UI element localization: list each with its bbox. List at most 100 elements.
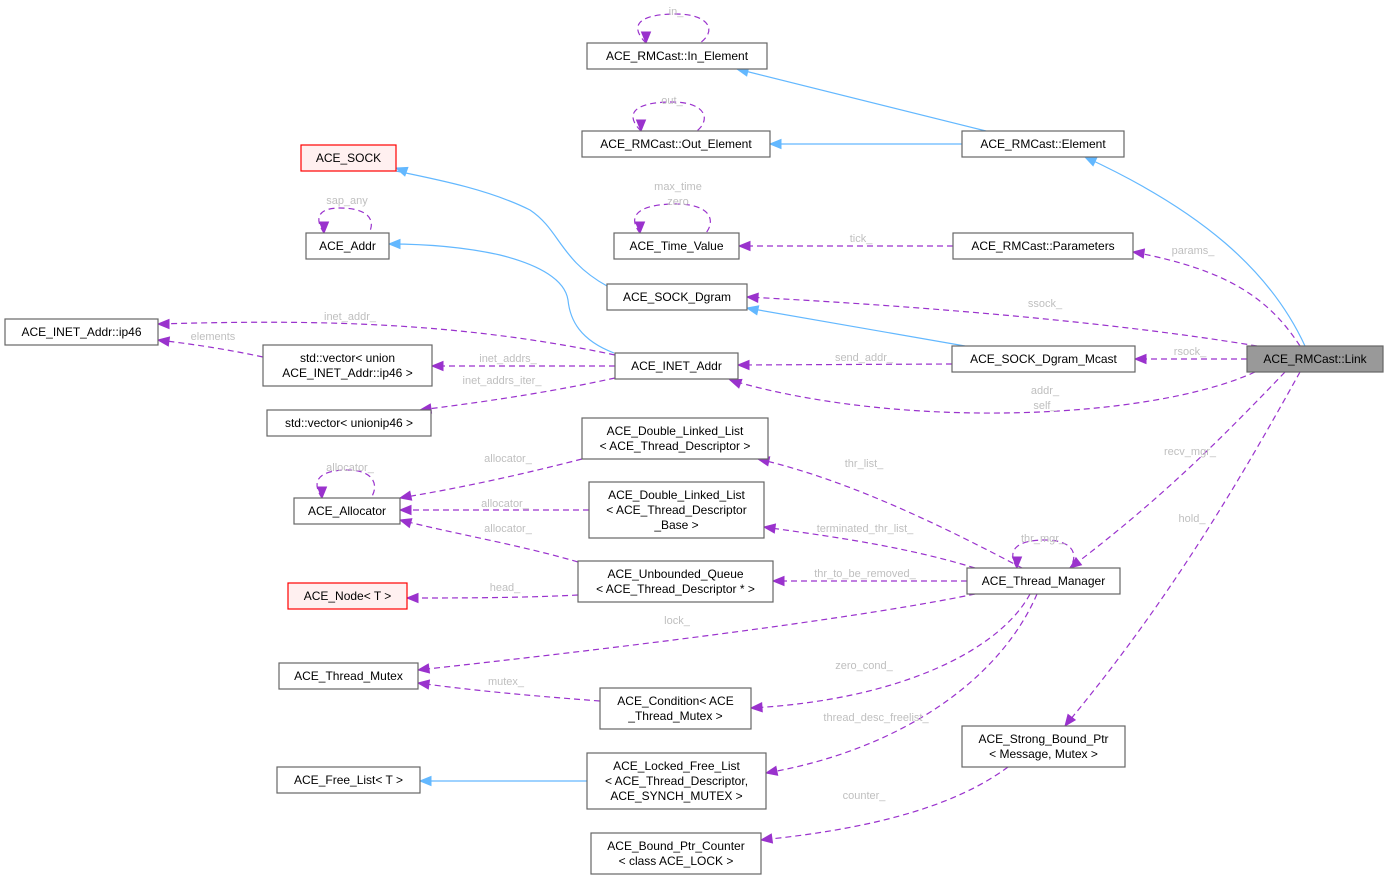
node-label: std::vector< unionip46 > <box>285 416 413 430</box>
node-out-element[interactable]: ACE_RMCast::Out_Element <box>581 130 771 158</box>
edge-out_element-to-out_element: out_ <box>632 95 705 133</box>
edge-label: zero_cond_ <box>835 660 893 672</box>
node-box <box>614 352 739 380</box>
node-ace-addr[interactable]: ACE_Addr <box>305 232 390 260</box>
edge-line <box>760 766 1009 841</box>
node-label: ACE_RMCast::Parameters <box>971 239 1114 253</box>
edge-vector_union-to-ip46: elements <box>156 331 264 358</box>
edge-label: lock_ <box>664 615 691 627</box>
edge-label: inet_addrs_iter_ <box>463 375 543 387</box>
edge-thread_manager-to-thread_manager: thr_mgr_ <box>1011 533 1075 570</box>
node-box <box>266 409 432 437</box>
edge-line <box>765 593 1038 774</box>
node-box <box>588 481 765 539</box>
edge-ace_addr-to-ace_addr: sap_any <box>318 195 372 235</box>
edge-line <box>1132 251 1301 347</box>
node-label: < ACE_Thread_Descriptor, <box>605 774 748 788</box>
node-box <box>262 344 433 387</box>
arrowhead-icon <box>398 504 412 516</box>
node-box <box>278 662 419 690</box>
node-ace-sock[interactable]: ACE_SOCK <box>300 144 397 172</box>
edge-label: thr_list_ <box>845 458 884 470</box>
arrowhead-icon <box>1068 556 1083 569</box>
node-label: ACE_RMCast::Element <box>980 137 1106 151</box>
node-dll-td[interactable]: ACE_Double_Linked_List< ACE_Thread_Descr… <box>581 417 769 460</box>
node-parameters[interactable]: ACE_RMCast::Parameters <box>952 232 1134 260</box>
edge-label: inet_addrs_ <box>479 353 537 365</box>
edge-link-to-strong_bound_ptr: hold_ <box>1064 371 1301 728</box>
edge-in_element-to-in_element: in_ <box>637 6 710 45</box>
node-vector-unionip46[interactable]: std::vector< unionip46 > <box>266 409 432 437</box>
edge-line <box>388 243 615 354</box>
node-label: < ACE_Thread_Descriptor * > <box>596 582 755 596</box>
node-in-element[interactable]: ACE_RMCast::In_Element <box>586 42 768 70</box>
node-inet-addr[interactable]: ACE_INET_Addr <box>614 352 739 380</box>
node-ip46[interactable]: ACE_INET_Addr::ip46 <box>4 318 159 346</box>
node-strong-bound-ptr[interactable]: ACE_Strong_Bound_Ptr< Message, Mutex > <box>961 725 1126 768</box>
edge-line <box>750 593 1031 709</box>
node-thread-mutex[interactable]: ACE_Thread_Mutex <box>278 662 419 690</box>
edge-label: send_addr_ <box>835 352 894 364</box>
edge-label: thr_to_be_removed_ <box>814 568 916 580</box>
node-box <box>951 345 1136 373</box>
node-box <box>590 832 762 875</box>
node-dgram-mcast[interactable]: ACE_SOCK_Dgram_Mcast <box>951 345 1136 373</box>
node-box <box>586 42 768 70</box>
node-allocator[interactable]: ACE_Allocator <box>293 497 401 525</box>
arrowhead-icon <box>1064 713 1077 728</box>
node-box <box>305 232 390 260</box>
edge-label: mutex_ <box>488 676 525 688</box>
node-element[interactable]: ACE_RMCast::Element <box>961 130 1125 158</box>
arrowhead-icon <box>749 702 763 713</box>
node-unbounded-queue[interactable]: ACE_Unbounded_Queue< ACE_Thread_Descript… <box>577 560 774 603</box>
edge-label: params_ <box>1172 245 1216 257</box>
edge-label: head_ <box>490 582 521 594</box>
node-label: ACE_Addr <box>319 239 376 253</box>
node-label: ACE_Unbounded_Queue <box>607 567 743 581</box>
node-label: ACE_Time_Value <box>629 239 723 253</box>
node-label: < class ACE_LOCK > <box>619 854 734 868</box>
edge-strong_bound_ptr-to-bound_ptr_counter: counter_ <box>759 766 1009 844</box>
node-label: ACE_Double_Linked_List <box>607 424 744 438</box>
arrowhead-icon <box>768 138 782 150</box>
edge-label: ssock_ <box>1028 298 1063 310</box>
node-box <box>1246 345 1384 373</box>
edge-label: addr_ <box>1031 385 1060 397</box>
node-time-value[interactable]: ACE_Time_Value <box>613 232 740 260</box>
node-free-list[interactable]: ACE_Free_List< T > <box>276 766 421 794</box>
edge-line <box>318 207 372 234</box>
edge-line <box>634 203 711 234</box>
node-box <box>276 766 421 794</box>
arrowhead-icon <box>736 359 750 371</box>
node-label: ACE_Strong_Bound_Ptr <box>978 732 1108 746</box>
edge-dll_td-to-allocator: allocator_ <box>398 453 583 501</box>
node-thread-manager[interactable]: ACE_Thread_Manager <box>966 567 1121 595</box>
node-box <box>613 232 740 260</box>
edge-sock_dgram-to-ace_sock <box>394 166 608 287</box>
arrowhead-icon <box>1133 353 1147 365</box>
node-locked-free-list[interactable]: ACE_Locked_Free_List< ACE_Thread_Descrip… <box>586 752 767 810</box>
node-link: ACE_RMCast::Link <box>1246 345 1384 373</box>
edge-line <box>1069 371 1286 569</box>
edge-thread_manager-to-thread_mutex: lock_ <box>416 593 976 674</box>
node-label: ACE_SOCK_Dgram_Mcast <box>970 352 1117 366</box>
edge-label: max_time <box>654 181 702 193</box>
arrowhead-icon <box>394 166 409 177</box>
arrowhead-icon <box>316 486 328 500</box>
node-label: ACE_INET_Addr::ip46 > <box>282 366 412 380</box>
node-sock-dgram[interactable]: ACE_SOCK_Dgram <box>606 283 748 311</box>
edge-link-to-dgram_mcast: rsock_ <box>1133 346 1247 365</box>
node-label: ACE_Allocator <box>308 504 386 518</box>
node-label: ACE_RMCast::In_Element <box>606 49 749 63</box>
edge-link-to-sock_dgram: ssock_ <box>745 292 1258 347</box>
arrowhead-icon <box>728 378 743 389</box>
edge-thread_manager-to-dll_tdb: terminated_thr_list_ <box>762 523 976 569</box>
node-bound-ptr-counter[interactable]: ACE_Bound_Ptr_Counter< class ACE_LOCK > <box>590 832 762 875</box>
edge-line <box>406 594 579 599</box>
node-node-t[interactable]: ACE_Node< T > <box>287 582 408 610</box>
node-dll-tdb[interactable]: ACE_Double_Linked_List< ACE_Thread_Descr… <box>588 481 765 539</box>
node-condition[interactable]: ACE_Condition< ACE_Thread_Mutex > <box>599 687 752 730</box>
